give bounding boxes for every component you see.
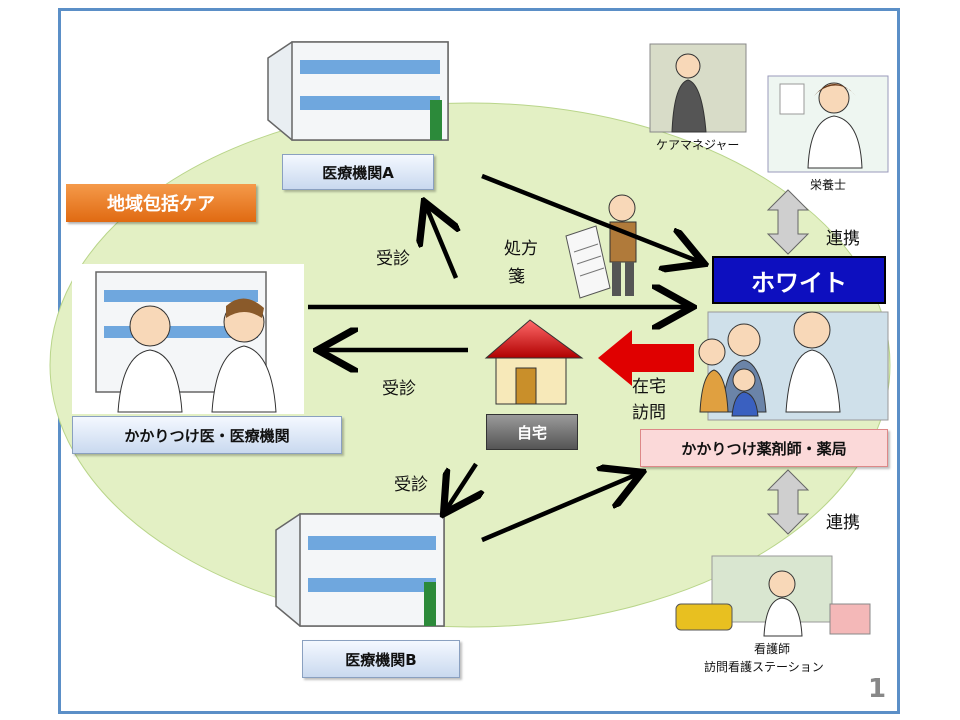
hospital-b-label: 医療機関B bbox=[302, 640, 460, 678]
visit-label-a: 受診 bbox=[376, 249, 410, 269]
pharmacy-brand-box: ホワイト bbox=[712, 256, 886, 304]
home-visit-red-arrow bbox=[598, 330, 694, 386]
pharmacist-icon bbox=[211, 298, 277, 413]
pharmacy-label: かかりつけ薬剤師・薬局 bbox=[640, 429, 888, 467]
visit-label-b: 受診 bbox=[394, 475, 428, 495]
dietitian-icon bbox=[767, 75, 889, 173]
region-care-badge: 地域包括ケア bbox=[66, 184, 256, 222]
link-double-arrow-top bbox=[766, 189, 810, 255]
link-label-bottom: 連携 bbox=[826, 513, 860, 533]
link-label-top: 連携 bbox=[826, 229, 860, 249]
prescription-label-line2: 箋 bbox=[508, 267, 525, 287]
nursing-station-label: 訪問看護ステーション bbox=[704, 660, 824, 674]
care-manager-icon bbox=[649, 43, 747, 133]
hospital-b-building-icon bbox=[275, 513, 445, 627]
arrow-hospital-a-to-pharmacy bbox=[481, 173, 700, 262]
arrow-hospital-b-to-pharmacy bbox=[481, 474, 638, 543]
visit-label-doctor: 受診 bbox=[382, 379, 416, 399]
elderly-patient-icon bbox=[608, 194, 637, 296]
pharmacy-scene-icon bbox=[698, 311, 889, 421]
doctor-icon bbox=[117, 305, 183, 413]
home-label: 自宅 bbox=[486, 414, 578, 450]
nurse-icon bbox=[675, 555, 871, 637]
arrow-home-to-hospital-b bbox=[446, 462, 476, 510]
nurse-label: 看護師 bbox=[754, 642, 791, 656]
page-number: 1 bbox=[868, 674, 887, 704]
hospital-a-label: 医療機関A bbox=[282, 154, 434, 190]
dietitian-label: 栄養士 bbox=[810, 178, 847, 192]
care-manager-label: ケアマネジャー bbox=[656, 138, 740, 152]
link-double-arrow-bottom bbox=[766, 469, 810, 535]
home-visit-label-line2: 訪問 bbox=[632, 403, 666, 423]
family-doctor-label: かかりつけ医・医療機関 bbox=[72, 416, 342, 454]
hospital-a-building-icon bbox=[267, 41, 449, 141]
prescription-paper-icon bbox=[565, 225, 611, 299]
prescription-label-line1: 処方 bbox=[504, 239, 538, 259]
home-visit-label-line1: 在宅 bbox=[632, 377, 666, 397]
house-icon bbox=[484, 319, 584, 405]
arrow-home-to-hospital-a bbox=[426, 206, 456, 279]
